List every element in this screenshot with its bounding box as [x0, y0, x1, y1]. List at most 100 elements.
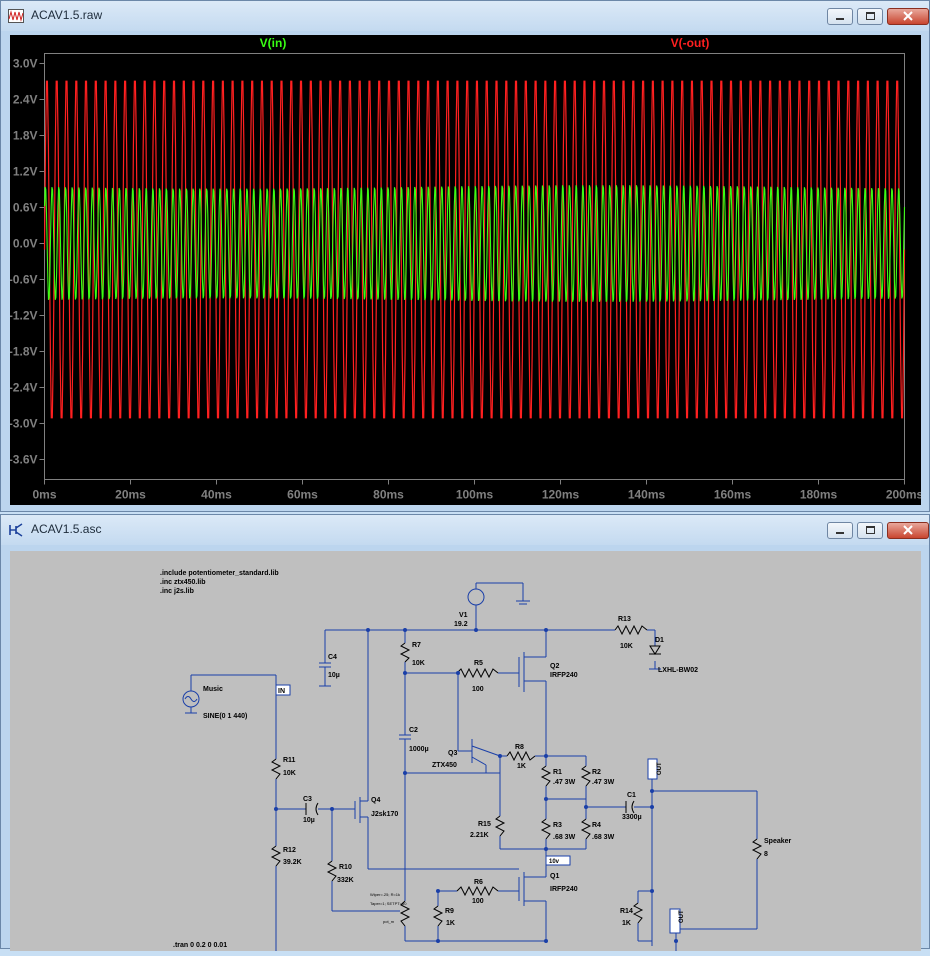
c4-value[interactable]: 10µ: [328, 672, 340, 679]
music-source-symbol: [182, 690, 200, 708]
out-port-flag-icon: [647, 758, 658, 780]
r10-value[interactable]: 332K: [337, 877, 354, 884]
close-icon: [903, 525, 913, 535]
x-tick-label: 120ms: [542, 488, 580, 502]
schematic-minimize-button[interactable]: [827, 522, 853, 539]
minimize-button[interactable]: [827, 8, 853, 25]
y-tick-label: 3.0V: [13, 57, 38, 71]
r2-name[interactable]: R2: [592, 769, 601, 776]
r9-value[interactable]: 1K: [446, 920, 455, 927]
c2-name[interactable]: C2: [409, 727, 418, 734]
speaker-name[interactable]: Speaker: [764, 838, 792, 845]
q1-value[interactable]: IRFP240: [550, 886, 578, 893]
schematic-window: ACAV1.5.asc: [0, 514, 930, 956]
y-tick-label: -2.4V: [10, 381, 38, 395]
c3-name[interactable]: C3: [303, 796, 312, 803]
music-name[interactable]: Music: [203, 686, 223, 693]
out-net-label[interactable]: OUT: [657, 762, 663, 775]
q3-value[interactable]: ZTX450: [432, 762, 457, 769]
y-tick-label: -3.0V: [10, 417, 38, 431]
c1-value[interactable]: 3300µ: [622, 814, 642, 821]
y-tick-label: 0.6V: [13, 201, 38, 215]
r8-name[interactable]: R8: [515, 744, 524, 751]
tran-directive[interactable]: .tran 0 0.2 0 0.01: [173, 942, 227, 949]
r10-name[interactable]: R10: [339, 864, 352, 871]
directive-j2s[interactable]: .inc j2s.lib: [160, 588, 194, 595]
r4-value[interactable]: .68 3W: [592, 834, 615, 841]
schematic-titlebar[interactable]: ACAV1.5.asc: [1, 515, 929, 545]
x-tick-label: 100ms: [456, 488, 494, 502]
waveform-plot[interactable]: V(in) V(-out) 3.0V2.4V1.8V1.2V0.6V0.0V-0…: [9, 35, 924, 505]
r1-name[interactable]: R1: [553, 769, 562, 776]
out-flag-label[interactable]: OUT: [679, 910, 685, 923]
r2-value[interactable]: .47 3W: [592, 779, 615, 786]
close-button[interactable]: [887, 8, 929, 25]
q3-name[interactable]: Q3: [448, 750, 457, 757]
maximize-icon: [866, 12, 875, 20]
r5-name[interactable]: R5: [474, 660, 483, 667]
r15-value[interactable]: 2.21K: [470, 832, 489, 839]
y-tick-label: -3.6V: [10, 453, 38, 467]
r13-name[interactable]: R13: [618, 616, 631, 623]
r12-name[interactable]: R12: [283, 847, 296, 854]
waveform-titlebar[interactable]: ACAV1.5.raw: [1, 1, 929, 31]
r7-value[interactable]: 10K: [412, 660, 425, 667]
r6-value[interactable]: 100: [472, 898, 484, 905]
r11-name[interactable]: R11: [283, 757, 296, 764]
r11-value[interactable]: 10K: [283, 770, 296, 777]
r15-name[interactable]: R15: [478, 821, 491, 828]
c1-name[interactable]: C1: [627, 792, 636, 799]
r7-name[interactable]: R7: [412, 642, 421, 649]
y-tick-label: 1.8V: [13, 129, 38, 143]
music-value[interactable]: SINE(0 1 440): [203, 713, 247, 720]
r8-value[interactable]: 1K: [517, 763, 526, 770]
schematic-svg[interactable]: .include potentiometer_standard.lib .inc…: [10, 551, 921, 956]
ten-v-label[interactable]: 10v: [549, 859, 560, 865]
c2-value[interactable]: 1000µ: [409, 746, 429, 753]
y-tick-label: 1.2V: [13, 165, 38, 179]
r9-name[interactable]: R9: [445, 908, 454, 915]
r13-value[interactable]: 10K: [620, 643, 633, 650]
y-tick-label: 0.0V: [13, 237, 38, 251]
d1-name[interactable]: D1: [655, 637, 664, 644]
r12-value[interactable]: 39.2K: [283, 859, 302, 866]
r14-value[interactable]: 1K: [622, 920, 631, 927]
c4-name[interactable]: C4: [328, 654, 337, 661]
d1-value[interactable]: LXHL-BW02: [658, 667, 698, 674]
q2-name[interactable]: Q2: [550, 663, 559, 670]
q2-value[interactable]: IRFP240: [550, 672, 578, 679]
q4-name[interactable]: Q4: [371, 797, 380, 804]
maximize-button[interactable]: [857, 8, 883, 25]
r6-name[interactable]: R6: [474, 879, 483, 886]
r1-value[interactable]: .47 3W: [553, 779, 576, 786]
in-net-label[interactable]: IN: [278, 688, 285, 695]
pot-note-taper[interactable]: Taper=1; SETPT=50: [370, 901, 407, 906]
v1-value[interactable]: 19.2: [454, 621, 468, 628]
x-tick-label: 180ms: [800, 488, 838, 502]
x-tick-label: 200ms: [886, 488, 921, 502]
trace-label-vin[interactable]: V(in): [260, 36, 287, 50]
schematic-canvas[interactable]: .include potentiometer_standard.lib .inc…: [10, 551, 921, 956]
speaker-value[interactable]: 8: [764, 851, 768, 858]
q4-value[interactable]: J2sk170: [371, 811, 398, 818]
schematic-close-button[interactable]: [887, 522, 929, 539]
waveform-window-title: ACAV1.5.raw: [31, 8, 103, 22]
x-tick-label: 160ms: [714, 488, 752, 502]
q1-name[interactable]: Q1: [550, 873, 559, 880]
pot-label[interactable]: pot_m: [383, 919, 395, 924]
r4-name[interactable]: R4: [592, 822, 601, 829]
r5-value[interactable]: 100: [472, 686, 484, 693]
c3-value[interactable]: 10µ: [303, 817, 315, 824]
schematic-maximize-button[interactable]: [857, 522, 883, 539]
directive-include[interactable]: .include potentiometer_standard.lib: [160, 570, 279, 577]
v1-name[interactable]: V1: [459, 612, 468, 619]
directive-ztx450[interactable]: .inc ztx450.lib: [160, 579, 206, 586]
waveform-app-icon: [8, 9, 24, 23]
trace-label-vout[interactable]: V(-out): [671, 36, 710, 50]
r3-name[interactable]: R3: [553, 822, 562, 829]
r14-name[interactable]: R14: [620, 908, 633, 915]
r3-value[interactable]: .68 3W: [553, 834, 576, 841]
pot-note-wiper[interactable]: Wiper=.25; R=1k: [370, 892, 400, 897]
